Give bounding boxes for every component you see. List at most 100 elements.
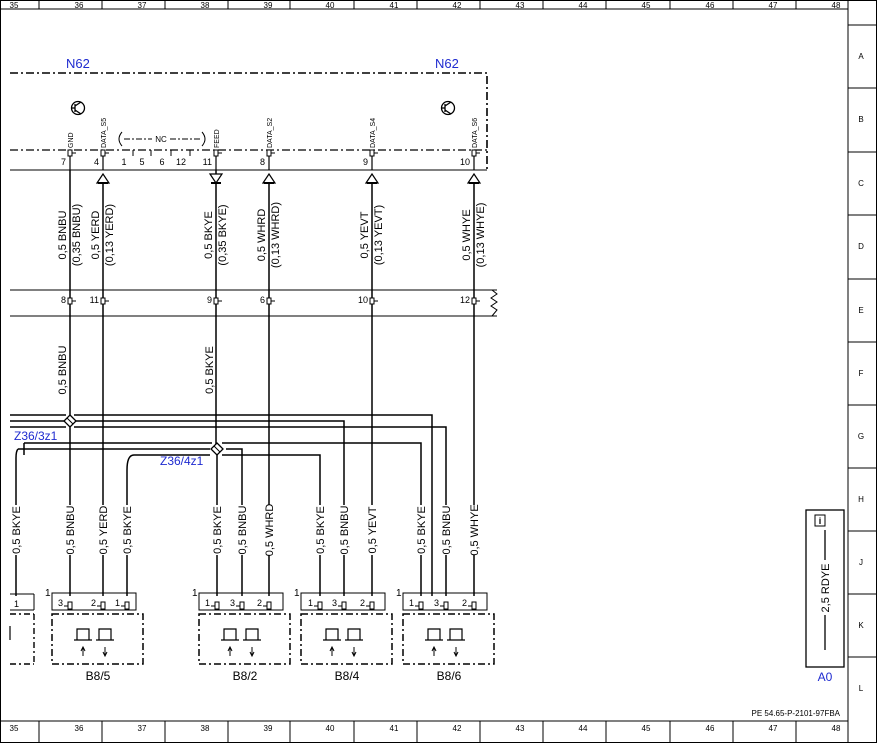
row-label: C xyxy=(858,179,864,188)
upper-wire-alt-label: (0,35 BKYE) xyxy=(217,204,229,265)
column-label-top: 43 xyxy=(516,1,525,10)
upper-wire-alt-label: (0,13 WHYE) xyxy=(475,203,487,268)
sensor-b8-6: 11 3 2B8/6 xyxy=(396,588,495,683)
row-label: B xyxy=(858,115,863,124)
sensor-pin-number: 3 xyxy=(58,598,63,608)
upper-wire-label: 0,5 BNBU xyxy=(57,210,69,259)
upper-wire-alt-label: (0,13 WHRD) xyxy=(270,202,282,268)
arrow-down-icon xyxy=(351,647,357,658)
lower-wire-label: 0,5 BNBU xyxy=(339,505,351,554)
connector-pin: 9 xyxy=(207,295,222,305)
sensor-pin-number: 1 xyxy=(409,598,414,608)
module-pin: 1 xyxy=(121,150,134,167)
module-pin-label: DATA_S5 xyxy=(101,118,108,148)
module-pin-label: DATA_S6 xyxy=(472,118,479,148)
wire-bus xyxy=(76,420,345,596)
module-pin-label: FEED xyxy=(214,129,221,148)
legend-box: i 2,5 RDYE xyxy=(805,509,845,668)
sensor-label: B8/5 xyxy=(86,669,111,683)
sensor-corner-pin: 1 xyxy=(45,588,51,599)
column-label-bottom: 46 xyxy=(706,724,715,733)
lower-wire-label: 0,5 YERD xyxy=(98,506,110,555)
row-label: G xyxy=(858,432,864,441)
column-label-top: 37 xyxy=(138,1,147,10)
column-label-top: 44 xyxy=(579,1,588,10)
module-pin-number: 6 xyxy=(159,157,164,167)
sensor-pin-number: 3 xyxy=(434,598,439,608)
module-pin-number: 1 xyxy=(121,157,126,167)
column-label-top: 41 xyxy=(390,1,399,10)
lower-wire-label: 0,5 WHRD xyxy=(264,504,276,557)
upper-wire-label: 0,5 YEVT xyxy=(359,211,371,258)
sensor-corner-pin: 1 xyxy=(294,588,300,599)
sensor-pin-number: 2 xyxy=(257,598,262,608)
transistor-icon xyxy=(70,100,86,116)
connector-pin-number: 9 xyxy=(207,295,212,305)
module-pin: DATA_S28 xyxy=(260,118,275,170)
column-label-bottom: 45 xyxy=(642,724,651,733)
column-label-top: 39 xyxy=(264,1,273,10)
lower-wire-label: 0,5 BKYE xyxy=(416,506,428,554)
upper-wire-label: 0,5 YERD xyxy=(90,211,102,260)
column-label-top: 48 xyxy=(832,1,841,10)
column-label-bottom: 48 xyxy=(832,724,841,733)
upper-wire-label: 0,5 WHYE xyxy=(461,209,473,260)
sensor-pin-number: 2 xyxy=(91,598,96,608)
column-label-top: 42 xyxy=(453,1,462,10)
splice-label-z36-3z1: Z36/3z1 xyxy=(14,429,58,443)
connector-pin-number: 11 xyxy=(90,295,99,305)
row-label: K xyxy=(858,621,864,630)
column-label-bottom: 37 xyxy=(138,724,147,733)
module-pin-number: 9 xyxy=(363,157,368,167)
column-label-bottom: 38 xyxy=(201,724,210,733)
row-label: F xyxy=(859,369,864,378)
transistor-icon xyxy=(440,100,456,116)
arrow-up-icon xyxy=(329,645,335,656)
connector-pin: 10 xyxy=(358,295,378,305)
sensor-label: B8/6 xyxy=(437,669,462,683)
lower-wire-label: 0,5 BNBU xyxy=(441,505,453,554)
row-label: L xyxy=(859,684,864,693)
column-label-top: 36 xyxy=(75,1,84,10)
row-label: E xyxy=(858,306,863,315)
lower-wire-label: 0,5 BNBU xyxy=(237,505,249,554)
arrow-up-icon xyxy=(431,645,437,656)
lower-wire-label: 0,5 BKYE xyxy=(122,506,134,554)
module-pin-number: 12 xyxy=(176,157,186,167)
document-id: PE 54.65-P-2101-97FBA xyxy=(752,709,841,718)
column-label-bottom: 39 xyxy=(264,724,273,733)
upper-wire-label: 0,5 WHRD xyxy=(256,209,268,262)
module-pin-label: DATA_S2 xyxy=(267,118,274,148)
sensor-corner-pin: 1 xyxy=(396,588,402,599)
module-pin-number: 4 xyxy=(94,157,99,167)
connector-pin: 6 xyxy=(260,295,275,305)
sensor-pin-number: 2 xyxy=(360,598,365,608)
column-label-top: 47 xyxy=(769,1,778,10)
break-mark-icon xyxy=(490,289,498,317)
lower-wire-label: 0,5 BKYE xyxy=(212,506,224,554)
module-pin: 5 xyxy=(139,150,152,167)
arrow-up-icon xyxy=(466,172,482,184)
splice-label-z36-4z1: Z36/4z1 xyxy=(160,454,204,468)
partial-sensor-pin: 1 xyxy=(14,599,19,609)
sensor-pin-number: 3 xyxy=(230,598,235,608)
partial-sensor-left xyxy=(9,593,35,665)
info-icon-glyph: i xyxy=(819,516,822,526)
arrow-up-icon xyxy=(261,172,277,184)
connector-pin: 8 xyxy=(61,295,76,305)
module-pin-number: 5 xyxy=(139,157,144,167)
sensor-pin-number: 2 xyxy=(462,598,467,608)
upper-wire-alt-label: (0,13 YERD) xyxy=(104,204,116,266)
arrow-up-icon xyxy=(364,172,380,184)
arrow-up-icon xyxy=(95,172,111,184)
column-label-bottom: 47 xyxy=(769,724,778,733)
module-label-left: N62 xyxy=(66,56,90,71)
column-label-bottom: 43 xyxy=(516,724,525,733)
